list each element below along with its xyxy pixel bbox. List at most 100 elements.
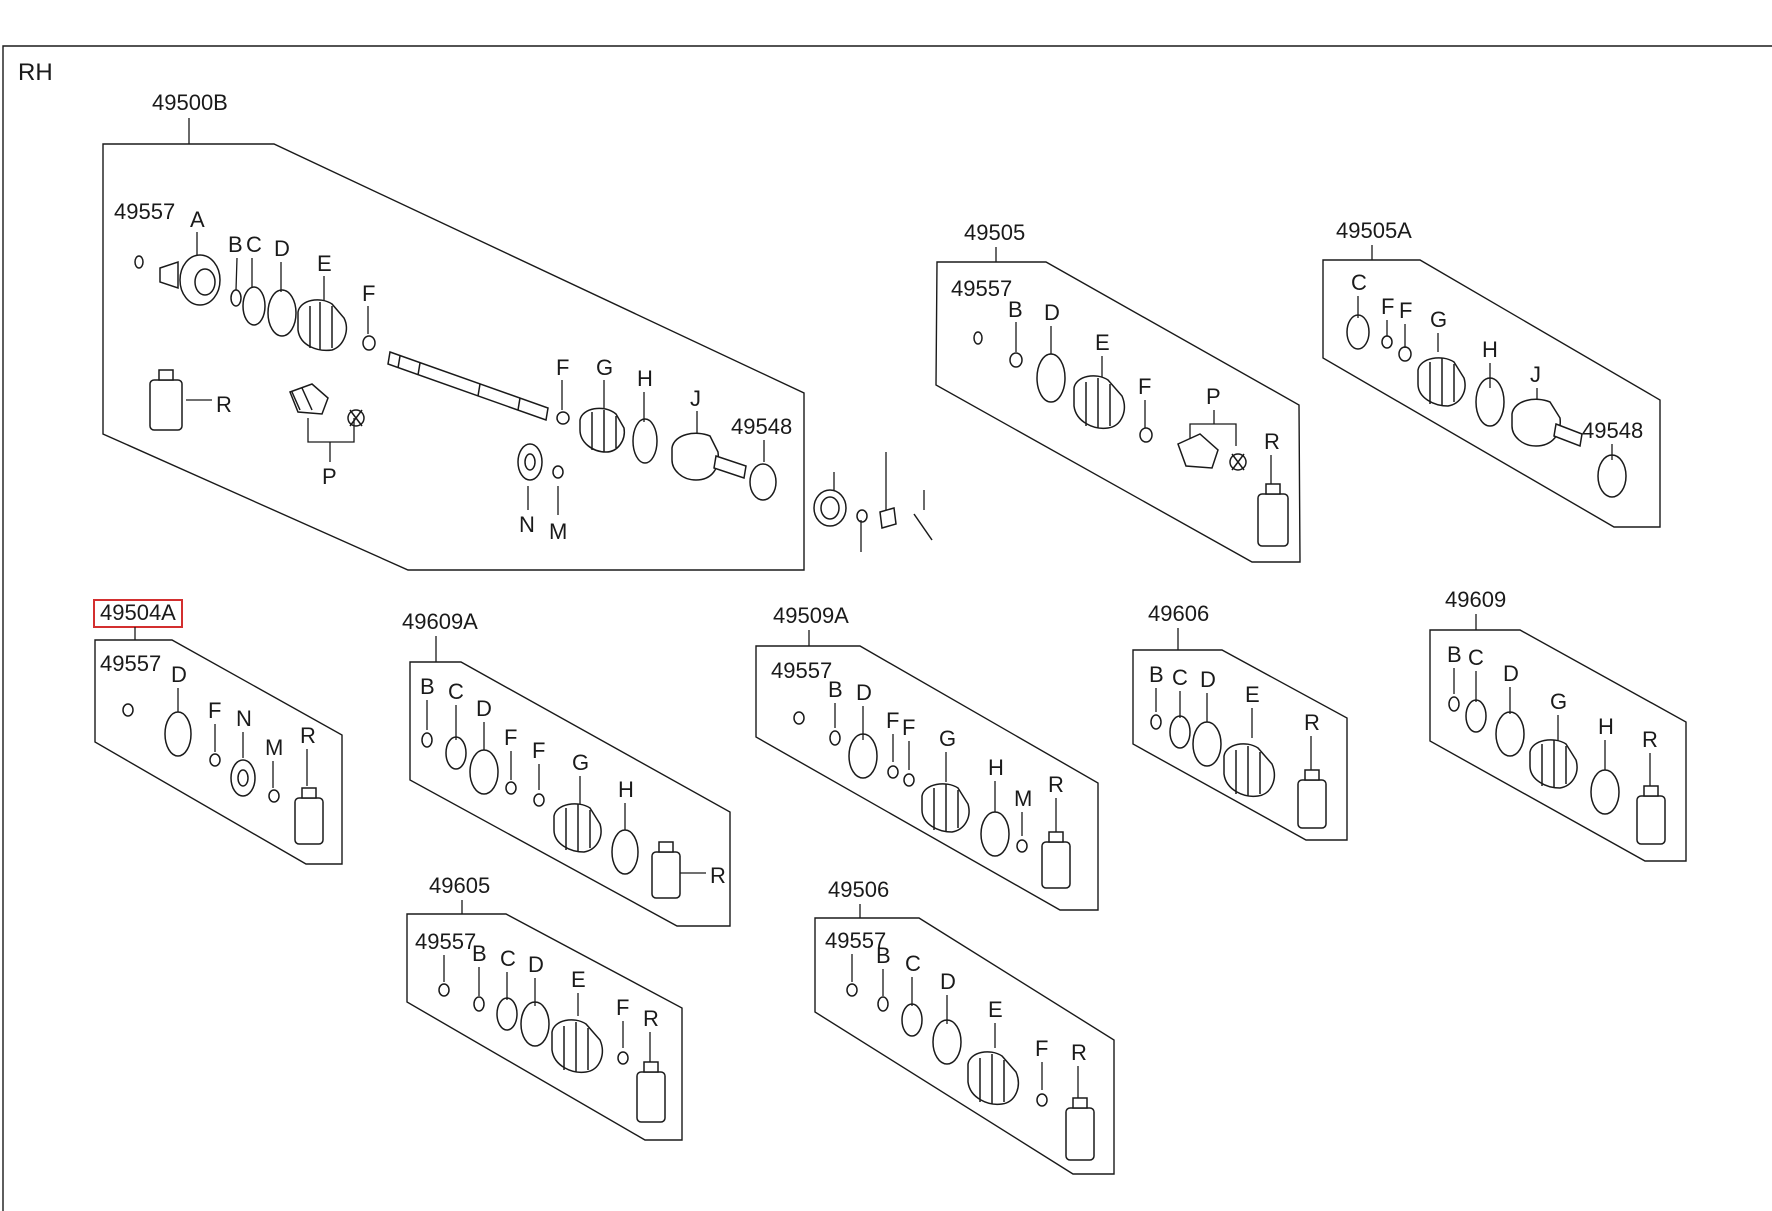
group-code: 49505: [964, 220, 1025, 245]
part-label-R: R: [1071, 1040, 1087, 1065]
group-49609A[interactable]: 49609A B C D F F G H R: [402, 609, 731, 927]
group-49605[interactable]: 49605 49557 B C D E F R: [406, 873, 683, 1141]
part-label-C: C: [1172, 665, 1188, 690]
group-code: 49500B: [152, 90, 228, 115]
part-label-H: H: [988, 755, 1004, 780]
part-label-49557: 49557: [951, 276, 1012, 301]
group-49504A[interactable]: 49504A 49557 D F N M R: [93, 599, 343, 865]
part-label-B: B: [1447, 642, 1462, 667]
group-frame: [755, 645, 1099, 911]
part-label-C: C: [246, 232, 262, 257]
part-drawings: [1448, 696, 1666, 845]
group-49606[interactable]: 49606 B C D E R: [1132, 601, 1348, 841]
part-label-D: D: [171, 662, 187, 687]
part-label-49548: 49548: [1582, 418, 1643, 443]
part-label-M: M: [265, 735, 283, 760]
part-label-F: F: [504, 725, 517, 750]
group-frame: [1429, 629, 1687, 862]
part-label-D: D: [274, 236, 290, 261]
part-drawings: [846, 983, 1095, 1161]
part-label-49557: 49557: [114, 199, 175, 224]
part-label-G: G: [596, 355, 613, 380]
part-label-H: H: [1482, 337, 1498, 362]
part-label-C: C: [500, 946, 516, 971]
group-code: 49609: [1445, 587, 1506, 612]
group-49505A[interactable]: 49505A C F F G H J 49548: [1322, 218, 1661, 528]
part-label-49557: 49557: [825, 928, 886, 953]
part-label-49557: 49557: [100, 651, 161, 676]
group-frame: [935, 261, 1301, 563]
part-label-H: H: [618, 777, 634, 802]
part-label-F: F: [1399, 298, 1412, 323]
part-label-C: C: [448, 679, 464, 704]
part-label-F: F: [886, 708, 899, 733]
part-label-R: R: [1642, 727, 1658, 752]
part-label-B: B: [828, 677, 843, 702]
part-drawings: [793, 711, 1071, 889]
group-code: 49506: [828, 877, 889, 902]
group-loose-parts[interactable]: [813, 452, 933, 552]
part-label-F: F: [902, 715, 915, 740]
highlight-box: [93, 599, 183, 628]
part-label-R: R: [300, 723, 316, 748]
part-label-J: J: [1530, 362, 1541, 387]
part-drawings: [421, 732, 681, 899]
group-frame: [94, 639, 343, 865]
side-label: RH: [18, 59, 53, 86]
group-49609[interactable]: 49609 B C D G H R: [1429, 587, 1687, 862]
part-drawings: [134, 254, 777, 501]
part-label-D: D: [1044, 300, 1060, 325]
group-frame: [814, 917, 1115, 1175]
group-49506[interactable]: 49506 49557 B C D E F R: [814, 877, 1115, 1175]
group-49500B[interactable]: 49500B 49557 A B C D E F F G H J 49548 N…: [102, 90, 805, 571]
part-drawings: [1150, 714, 1327, 829]
part-drawings: [813, 489, 933, 541]
part-label-E: E: [317, 251, 332, 276]
part-label-G: G: [572, 750, 589, 775]
part-label-M: M: [549, 519, 567, 544]
part-label-F: F: [556, 355, 569, 380]
part-label-D: D: [528, 952, 544, 977]
part-label-R: R: [1048, 772, 1064, 797]
group-code: 49509A: [773, 603, 849, 628]
part-label-B: B: [1149, 662, 1164, 687]
group-code: 49609A: [402, 609, 478, 634]
part-label-F: F: [1035, 1036, 1048, 1061]
part-label-C: C: [905, 951, 921, 976]
part-label-H: H: [637, 366, 653, 391]
part-label-R: R: [1264, 429, 1280, 454]
part-label-D: D: [856, 680, 872, 705]
part-label-A: A: [190, 207, 205, 232]
part-label-R: R: [1304, 710, 1320, 735]
part-label-F: F: [616, 995, 629, 1020]
part-label-F: F: [532, 738, 545, 763]
part-label-E: E: [1245, 682, 1260, 707]
part-label-B: B: [420, 674, 435, 699]
diagram-border: [2, 45, 1772, 1211]
group-frame: [406, 913, 683, 1141]
part-label-F: F: [208, 698, 221, 723]
part-label-F: F: [1138, 374, 1151, 399]
group-code: 49605: [429, 873, 490, 898]
group-49505[interactable]: 49505 49557 B D E F P R: [935, 220, 1301, 563]
part-label-B: B: [876, 943, 891, 968]
part-label-J: J: [690, 386, 701, 411]
group-frame: [1322, 259, 1661, 528]
part-label-D: D: [1200, 667, 1216, 692]
part-label-N: N: [519, 512, 535, 537]
part-label-G: G: [1550, 689, 1567, 714]
group-frame: [1132, 649, 1348, 841]
group-49509A[interactable]: 49509A 49557 B D F F G H M R: [755, 603, 1099, 911]
group-frame: [102, 143, 805, 571]
part-label-G: G: [939, 726, 956, 751]
part-label-D: D: [1503, 661, 1519, 686]
part-label-E: E: [988, 997, 1003, 1022]
part-label-M: M: [1014, 786, 1032, 811]
part-drawings: [122, 703, 324, 845]
part-label-P: P: [1206, 384, 1221, 409]
part-label-B: B: [472, 941, 487, 966]
part-label-D: D: [940, 969, 956, 994]
part-label-49557: 49557: [415, 929, 476, 954]
part-drawings: [438, 983, 666, 1123]
